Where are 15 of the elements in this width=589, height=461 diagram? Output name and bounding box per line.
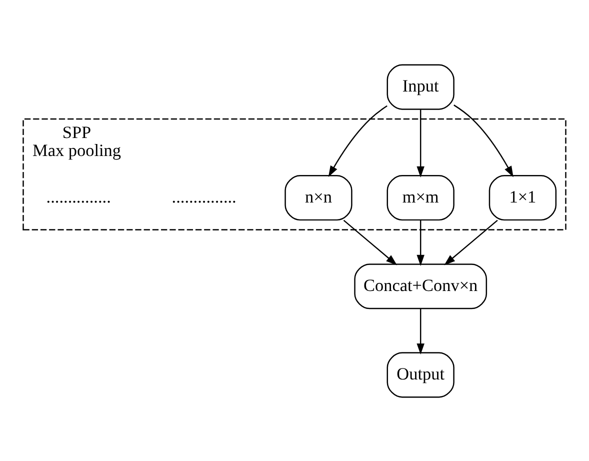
node-box: 1×1 — [488, 174, 557, 220]
arrow — [416, 220, 424, 266]
node-box: Output — [386, 352, 454, 398]
arrow — [343, 219, 398, 265]
arrow — [444, 219, 498, 265]
node-box: Input — [386, 64, 454, 110]
label: ............... — [46, 186, 111, 206]
arrow — [416, 109, 424, 177]
label: ............... — [172, 186, 236, 206]
arrow — [454, 104, 514, 177]
node-box: n×n — [284, 174, 352, 220]
arrow — [328, 104, 388, 176]
node-box: m×m — [386, 174, 454, 220]
node-box: Concat+Conv×n — [354, 263, 488, 309]
arrow — [416, 308, 424, 354]
